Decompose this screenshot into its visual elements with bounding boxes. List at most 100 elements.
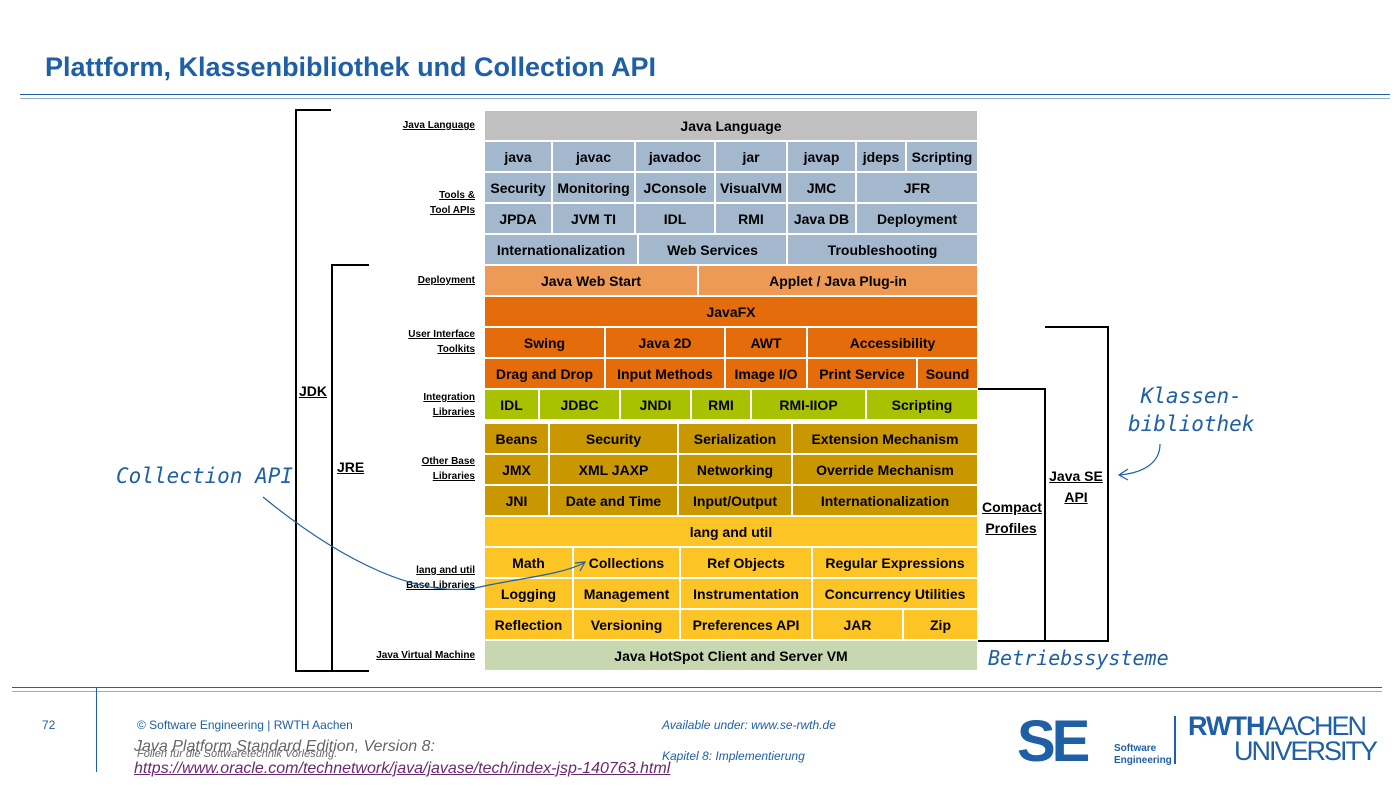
cell-zip: Zip	[903, 609, 978, 640]
cell-jpda: JPDA	[484, 203, 552, 234]
cell-security: Security	[549, 423, 678, 454]
cell-java-language: Java Language	[484, 110, 978, 141]
cell-jndi: JNDI	[620, 389, 691, 420]
cell-versioning: Versioning	[573, 609, 680, 640]
label-other-base: Other Base Libraries	[422, 454, 475, 484]
chapter: Kapitel 8: Implementierung	[662, 749, 805, 763]
se-logo-line2: Engineering	[1114, 755, 1172, 766]
folien-note: Folien für die Softwaretechnik Vorlesung…	[137, 748, 338, 760]
collection-api-arrow	[262, 496, 585, 591]
label-integration-line1: Integration	[423, 392, 475, 403]
cell-monitoring: Monitoring	[552, 172, 635, 203]
cell-jconsole: JConsole	[635, 172, 715, 203]
cell-jmx: JMX	[484, 454, 549, 485]
label-jvm: Java Virtual Machine	[376, 650, 475, 661]
se-logo-text: Software Engineering	[1114, 743, 1172, 767]
aachen-word: AACHEN	[1264, 711, 1368, 741]
cell-jmc: JMC	[787, 172, 856, 203]
cell-jar-tool: jar	[715, 141, 787, 172]
label-lang-line1: lang and util	[416, 565, 475, 576]
label-java-language: Java Language	[402, 120, 475, 131]
cell-collections: Collections	[573, 547, 680, 578]
rwth-word: RWTH	[1188, 711, 1265, 741]
cell-networking: Networking	[678, 454, 792, 485]
cell-java: java	[484, 141, 552, 172]
javase-api-label: Java SE API	[1046, 466, 1106, 508]
compact-profiles-label: Compact Profiles	[982, 497, 1042, 539]
klassen-arrow	[1119, 443, 1161, 476]
cell-inputmethods: Input Methods	[605, 358, 725, 389]
cell-scripting-tools: Scripting	[906, 141, 978, 172]
cell-javac: javac	[552, 141, 635, 172]
cell-xmljaxp: XML JAXP	[549, 454, 678, 485]
jdk-label: JDK	[299, 383, 328, 399]
cell-accessibility: Accessibility	[807, 327, 978, 358]
cell-applet: Applet / Java Plug-in	[698, 265, 978, 296]
cell-override: Override Mechanism	[792, 454, 978, 485]
cell-java2d: Java 2D	[605, 327, 725, 358]
page-title: Plattform, Klassenbibliothek und Collect…	[45, 52, 657, 82]
klassenbibliothek-annotation: Klassen- bibliothek	[1128, 382, 1254, 438]
cell-reflection: Reflection	[484, 609, 573, 640]
available-under: Available under: www.se-rwth.de	[662, 718, 836, 732]
label-integration-line2: Libraries	[432, 407, 475, 418]
cell-i18n: Internationalization	[792, 485, 978, 516]
label-lang-util: lang and util Base Libraries	[406, 563, 475, 593]
cell-swing: Swing	[484, 327, 605, 358]
cell-rmi-tools: RMI	[715, 203, 787, 234]
jdk-bracket	[295, 109, 331, 672]
cell-idl: IDL	[484, 389, 539, 420]
label-deployment: Deployment	[417, 275, 475, 286]
copyright: © Software Engineering | RWTH Aachen	[137, 718, 353, 732]
collection-api-annotation: Collection API	[116, 464, 294, 488]
cell-scripting: Scripting	[866, 389, 978, 420]
source-caption: Java Platform Standard Edition, Version …	[134, 738, 435, 755]
javase-api-bracket	[1045, 326, 1109, 642]
cell-security-tools: Security	[484, 172, 552, 203]
cell-serialization: Serialization	[678, 423, 792, 454]
cell-jar-lib: JAR	[812, 609, 903, 640]
cell-regex: Regular Expressions	[812, 547, 978, 578]
se-logo: SE	[1017, 709, 1090, 774]
title-rule-thin	[20, 98, 1390, 99]
cell-troubleshooting: Troubleshooting	[787, 234, 978, 265]
klassen-line1: Klassen-	[1140, 384, 1242, 408]
jre-label: JRE	[337, 459, 365, 475]
cell-javafx: JavaFX	[484, 296, 978, 327]
label-other-line1: Other Base	[421, 456, 475, 467]
cell-beans: Beans	[484, 423, 549, 454]
footer-rule	[12, 687, 1382, 688]
cell-rmiiiop: RMI-IIOP	[751, 389, 866, 420]
se-logo-line1: Software	[1114, 743, 1157, 754]
compact-profiles-bracket	[978, 388, 1046, 642]
cell-deployment-tools: Deployment	[856, 203, 978, 234]
compact-line1: Compact	[982, 499, 1042, 515]
cell-sound: Sound	[917, 358, 978, 389]
cell-awt: AWT	[725, 327, 807, 358]
cell-preferences: Preferences API	[680, 609, 812, 640]
label-tools: Tools & Tool APIs	[430, 188, 475, 218]
cell-concurrency: Concurrency Utilities	[812, 578, 978, 609]
label-tools-line1: Tools &	[439, 190, 475, 201]
label-integration: Integration Libraries	[423, 390, 475, 420]
cell-i18n-tools: Internationalization	[484, 234, 638, 265]
javase-line2: API	[1064, 489, 1088, 505]
page-number: 72	[42, 718, 56, 732]
cell-rmi: RMI	[691, 389, 751, 420]
label-ui-line1: User Interface	[408, 329, 475, 340]
cell-javap: javap	[787, 141, 856, 172]
collection-api-arrowhead	[574, 561, 587, 572]
cell-jni: JNI	[484, 485, 549, 516]
label-ui-toolkits: User Interface Toolkits	[408, 327, 475, 357]
cell-extension: Extension Mechanism	[792, 423, 978, 454]
footer-rule-thin	[12, 691, 1382, 692]
cell-javadb: Java DB	[787, 203, 856, 234]
compact-line2: Profiles	[985, 520, 1037, 536]
label-lang-line2: Base Libraries	[406, 580, 475, 591]
cell-hotspot: Java HotSpot Client and Server VM	[484, 640, 978, 671]
source-link[interactable]: https://www.oracle.com/technetwork/java/…	[134, 760, 671, 777]
cell-imageio: Image I/O	[725, 358, 807, 389]
label-ui-line2: Toolkits	[437, 344, 475, 355]
cell-jdbc: JDBC	[539, 389, 620, 420]
